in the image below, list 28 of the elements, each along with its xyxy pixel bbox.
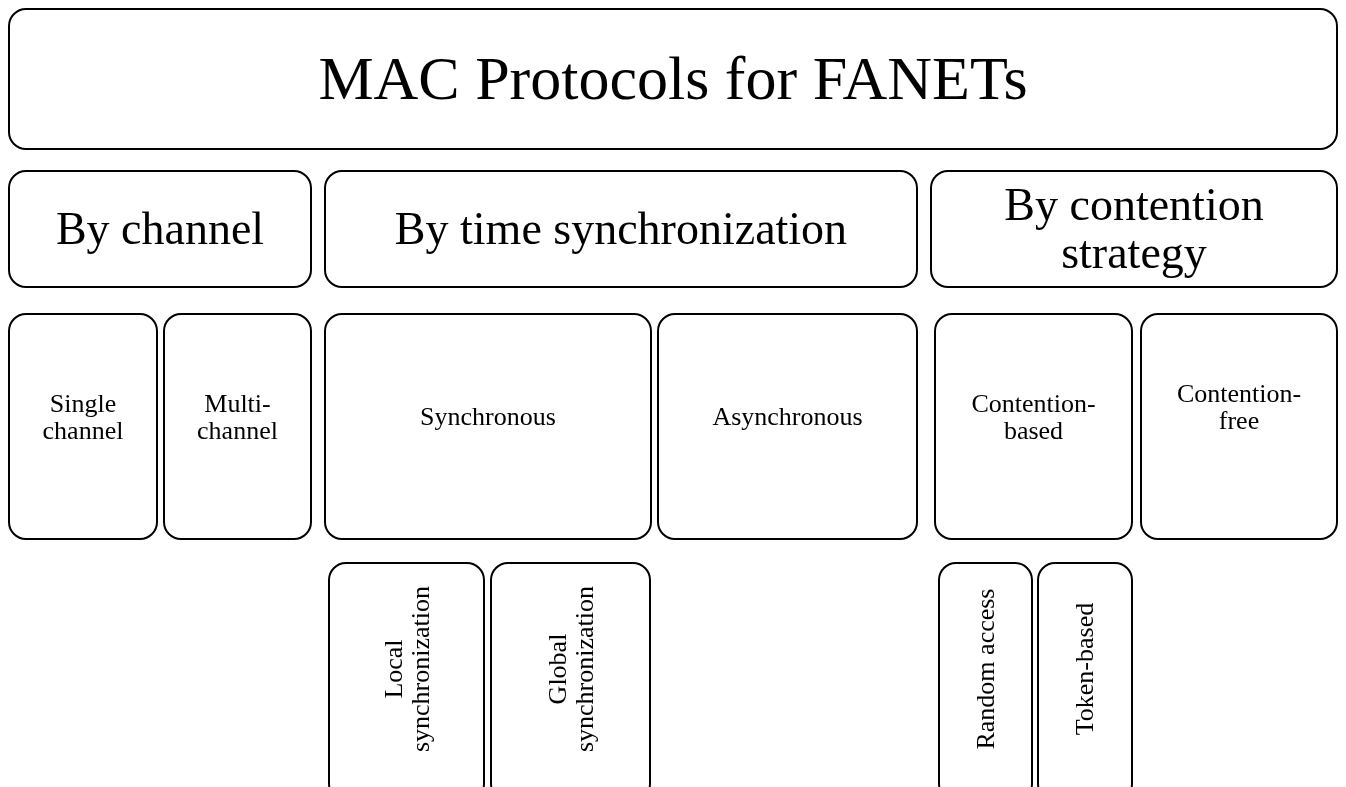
category-box: [930, 170, 1338, 288]
subcategory-label: Multi-channel: [196, 389, 279, 444]
subcategory-box: [324, 313, 652, 540]
subtype-label: Random access: [971, 587, 1000, 752]
subcategory-label: Single channel: [41, 389, 125, 444]
subtype-box: [490, 562, 651, 787]
subcategory-label: Contention-based: [970, 389, 1097, 444]
subtype-label: Global synchronization: [543, 584, 598, 755]
subtype-label: Local synchronization: [379, 584, 434, 755]
title-box: [8, 8, 1338, 150]
subcategory-box: [934, 313, 1133, 540]
root-label: MAC Protocols for FANETs: [317, 46, 1029, 112]
category-box: [8, 170, 312, 288]
category-box: [324, 170, 918, 288]
category-label: By channel: [54, 204, 266, 254]
subtype-label: Token-based: [1071, 601, 1099, 738]
subcategory-label: Asynchronous: [711, 402, 864, 431]
subcategory-label: Contention-free: [1175, 379, 1303, 434]
subtype-box: [328, 562, 485, 787]
subcategory-box: [8, 313, 158, 540]
subcategory-box: [163, 313, 312, 540]
subtype-box: [938, 562, 1033, 787]
category-label: By contention strategy: [1003, 180, 1265, 278]
subcategory-box: [1140, 313, 1338, 540]
subtype-box: [1037, 562, 1133, 787]
category-label: By time synchronization: [393, 204, 849, 254]
subcategory-box: [657, 313, 918, 540]
subcategory-label: Synchronous: [419, 402, 557, 431]
